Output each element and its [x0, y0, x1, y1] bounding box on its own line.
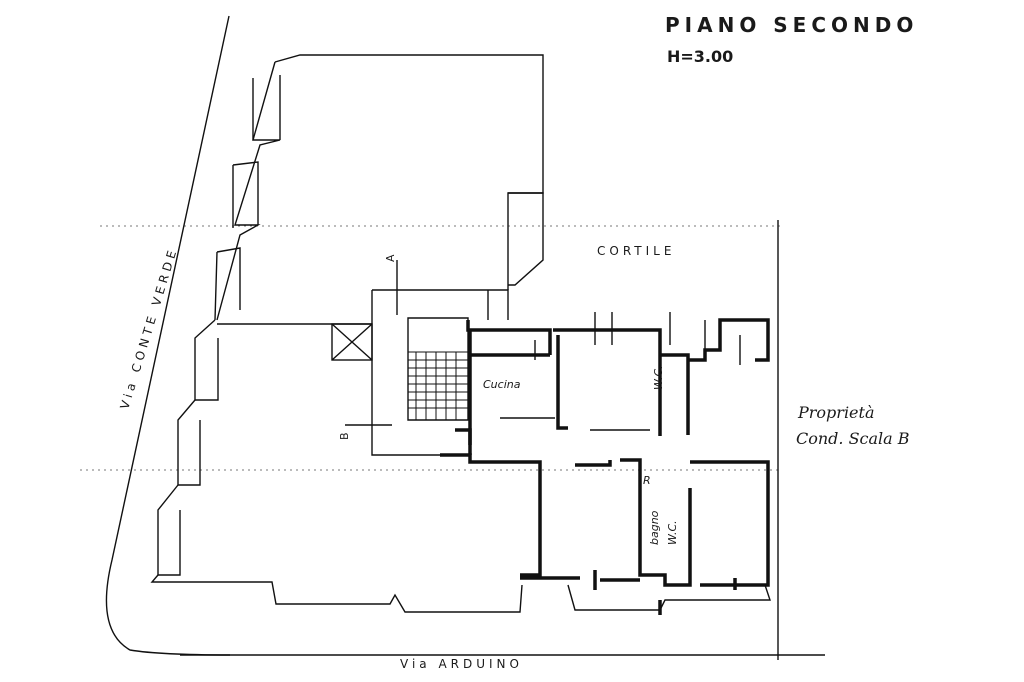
building-outline	[150, 54, 544, 613]
room-wc-label: W.C.	[652, 365, 665, 390]
room-bath-wc-label: W.C.	[666, 520, 679, 545]
plan-title: PIANO SECONDO	[665, 13, 918, 37]
apartment-walls	[440, 290, 771, 615]
section-mark-upper: A	[384, 254, 397, 262]
courtyard-label: CORTILE	[597, 244, 675, 258]
property-label-line2: Cond. Scala B	[796, 429, 910, 448]
room-kitchen-label: Cucina	[483, 378, 521, 391]
section-mark-lower: B	[338, 432, 351, 440]
property-label-line1: Proprietà	[797, 403, 875, 422]
street-curb-line	[105, 15, 231, 656]
room-bath-label: bagno	[648, 510, 661, 545]
height-note: H=3.00	[667, 47, 733, 66]
street-bottom-label: Via ARDUINO	[400, 657, 523, 671]
room-r-label: R	[643, 474, 651, 487]
